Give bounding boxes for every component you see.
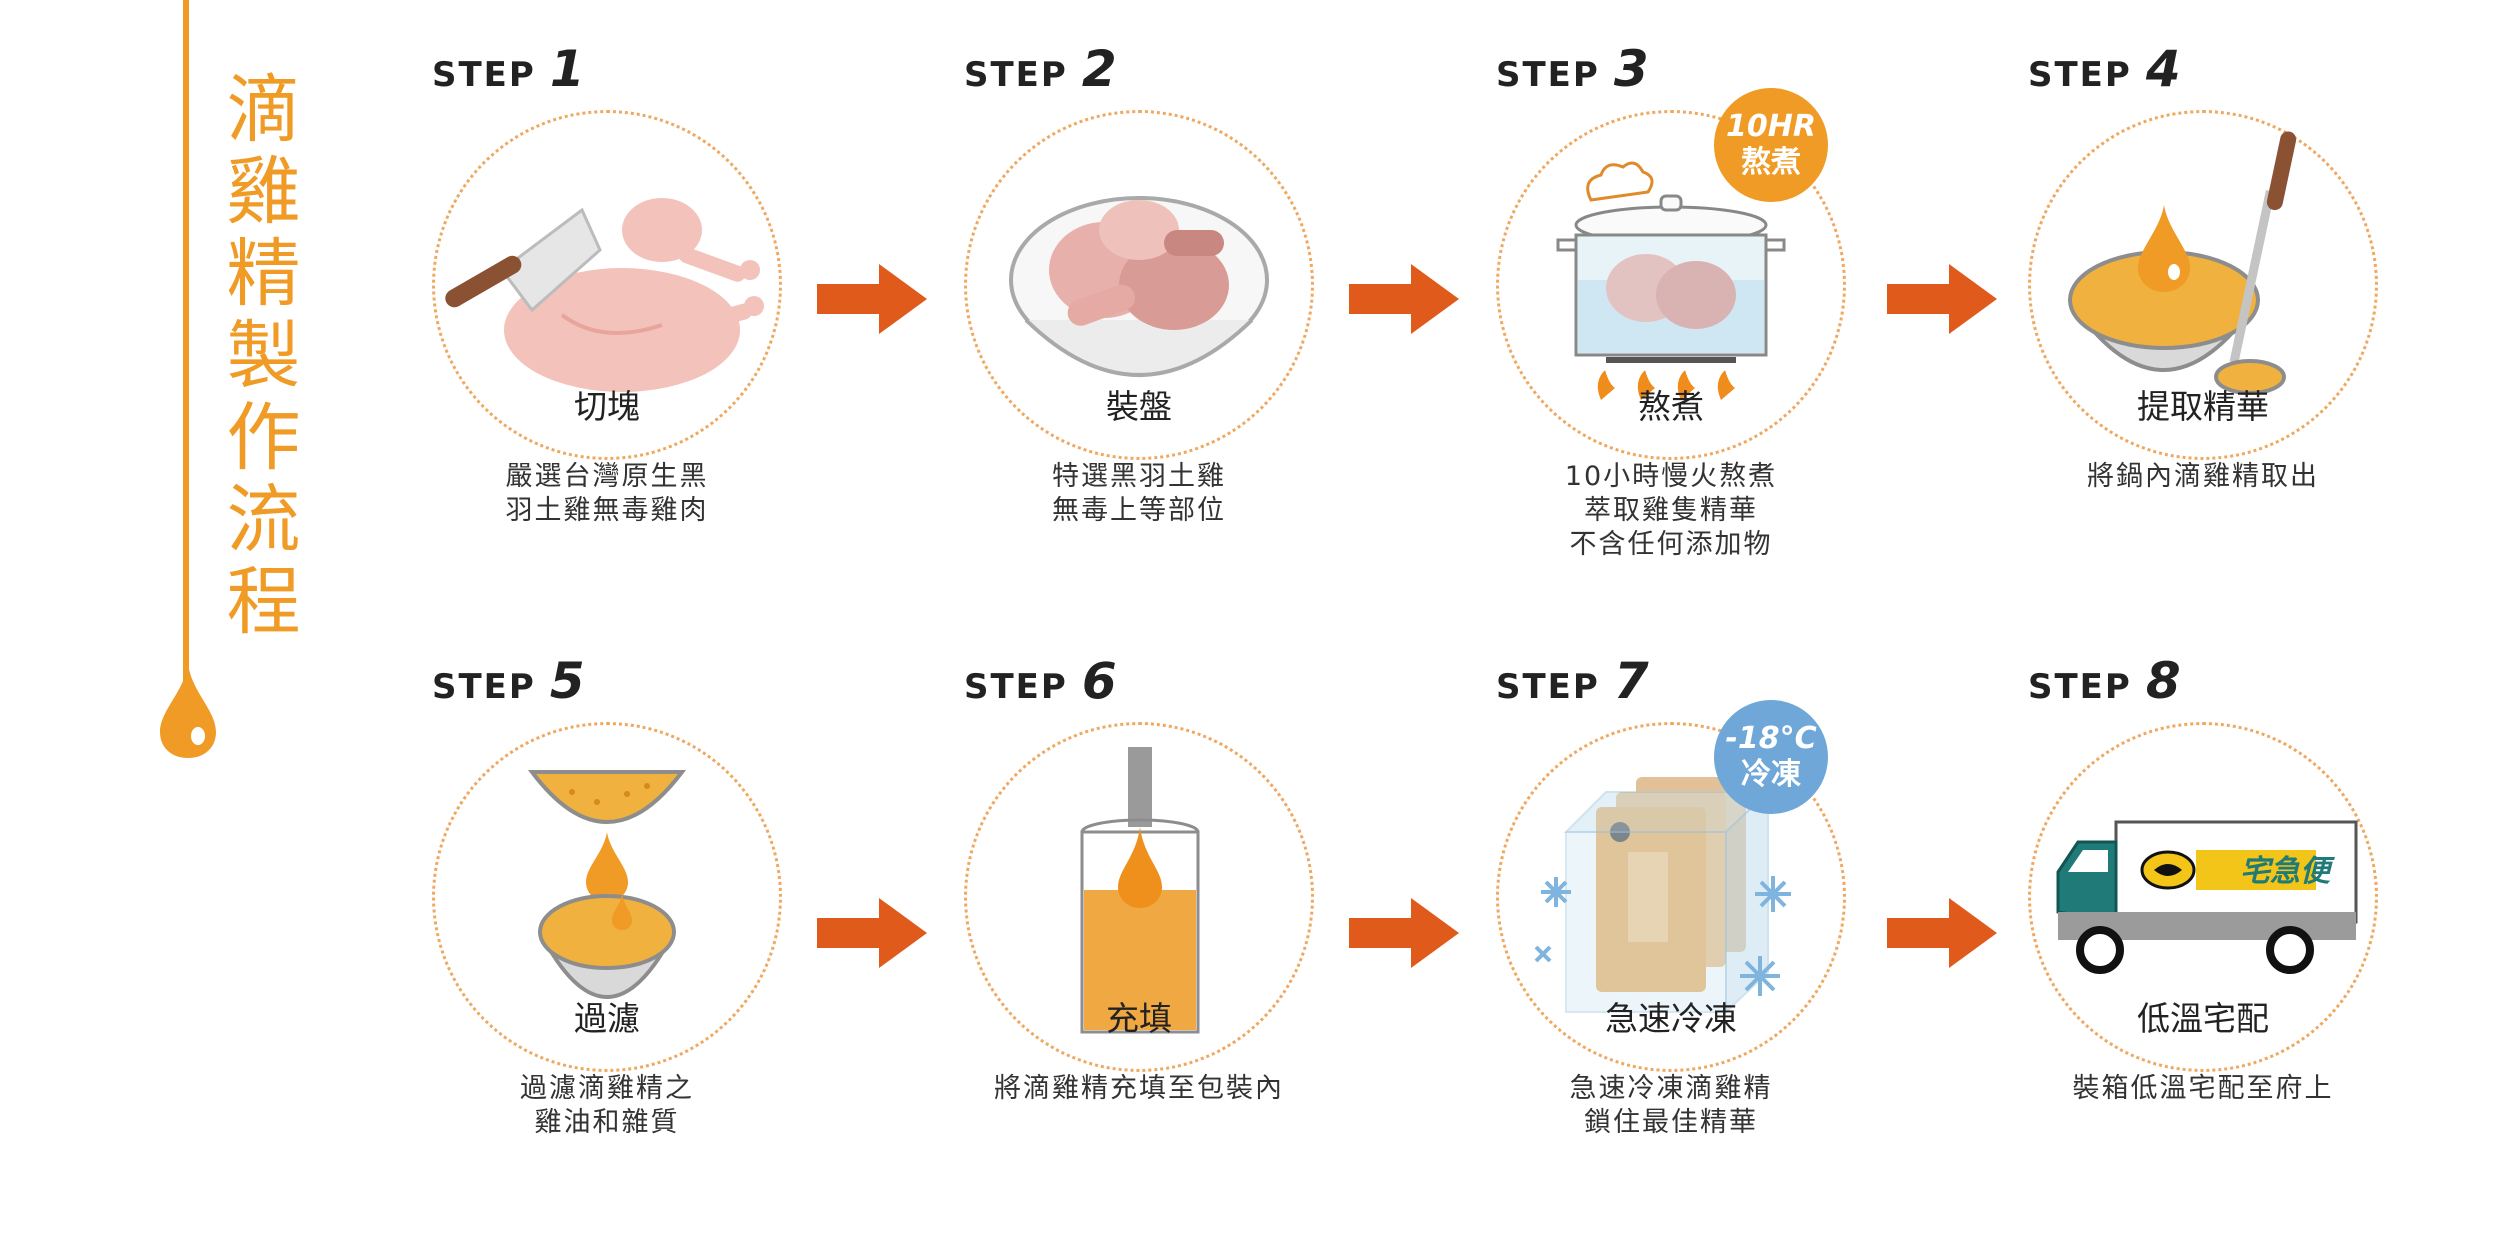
chicken-bowl-icon [1009, 196, 1269, 377]
step-circle [432, 722, 782, 1072]
drop-icon [160, 662, 216, 758]
arrow-icon [817, 898, 927, 968]
step-circle [2028, 110, 2378, 460]
arrow-icon [1887, 264, 1997, 334]
step-label: STEP 5 [432, 652, 585, 710]
page-title: 滴雞精製作流程 [214, 70, 300, 644]
step-label: STEP 1 [432, 40, 585, 98]
step-circle [432, 110, 782, 460]
step-name: 急速冷凍 [1605, 999, 1737, 1038]
step-name: 低溫宅配 [2137, 999, 2269, 1038]
arrow-icon [817, 264, 927, 334]
step-label: STEP 7 [1496, 652, 1649, 710]
step-name: 熬煮 [1638, 387, 1704, 426]
step-name: 充填 [1106, 999, 1172, 1038]
step-label: STEP 6 [964, 652, 1117, 710]
step-circle [1496, 722, 1846, 1072]
frozen-pack-icon [1534, 777, 1791, 1015]
step-6: STEP 6 充填 將滴雞精充填至包裝內 [964, 652, 1364, 1252]
title-line [183, 0, 189, 690]
step-1: STEP 1 切塊 嚴選台灣原生黑 羽土雞無毒雞肉 [432, 40, 832, 640]
step-description: 嚴選台灣原生黑 羽土雞無毒雞肉 [505, 461, 709, 526]
step-8: STEP 8 宅急便 低溫宅配 裝箱低溫宅配至府上 [2028, 652, 2428, 1252]
ladle-bowl-icon [2068, 131, 2297, 395]
step-description: 將滴雞精充填至包裝內 [994, 1073, 1284, 1104]
cleaver-chicken-icon [445, 198, 764, 392]
filter-drip-icon [527, 770, 687, 999]
step-circle [1496, 110, 1846, 460]
step-description: 過濾滴雞精之 雞油和雜質 [520, 1073, 694, 1138]
step-circle [2028, 722, 2378, 1072]
step-label: STEP 4 [2028, 40, 2181, 98]
step-description: 特選黑羽土雞 無毒上等部位 [1052, 461, 1226, 526]
step-name: 裝盤 [1106, 387, 1172, 426]
step-label: STEP 2 [964, 40, 1117, 98]
temperature-badge: -18°C 冷凍 [1714, 700, 1828, 814]
step-description: 將鍋內滴雞精取出 [2087, 461, 2319, 492]
truck-label: 宅急便 [2240, 854, 2330, 889]
filling-container-icon [1080, 747, 1200, 1034]
step-circle [964, 722, 1314, 1072]
step-7: STEP 7 -18°C 冷凍 急速冷凍 急速冷凍滴雞精 鎖住最佳精華 [1496, 652, 1896, 1252]
delivery-truck-icon [2056, 820, 2358, 974]
step-name: 提取精華 [2137, 387, 2269, 426]
step-label: STEP 3 [1496, 40, 1649, 98]
arrow-icon [1887, 898, 1997, 968]
time-badge: 10HR 熬煮 [1714, 88, 1828, 202]
step-2: STEP 2 裝盤 特選黑羽土雞 無毒上等部位 [964, 40, 1364, 640]
step-3: STEP 3 10HR 熬煮 熬煮 10小時慢火熬煮 萃取雞隻精華 不含任何添加… [1496, 40, 1896, 640]
step-circle [964, 110, 1314, 460]
step-label: STEP 8 [2028, 652, 2181, 710]
arrow-icon [1349, 264, 1459, 334]
step-5: STEP 5 過濾 過濾滴雞精之 雞油和雜質 [432, 652, 832, 1252]
step-description: 急速冷凍滴雞精 鎖住最佳精華 [1569, 1073, 1773, 1138]
step-name: 切塊 [574, 387, 640, 426]
step-name: 過濾 [574, 999, 640, 1038]
step-description: 10小時慢火熬煮 萃取雞隻精華 不含任何添加物 [1564, 461, 1778, 560]
step-description: 裝箱低溫宅配至府上 [2072, 1073, 2334, 1104]
arrow-icon [1349, 898, 1459, 968]
steaming-pot-icon [1556, 161, 1786, 400]
step-4: STEP 4 提取精華 將鍋內滴雞精取出 [2028, 40, 2428, 640]
